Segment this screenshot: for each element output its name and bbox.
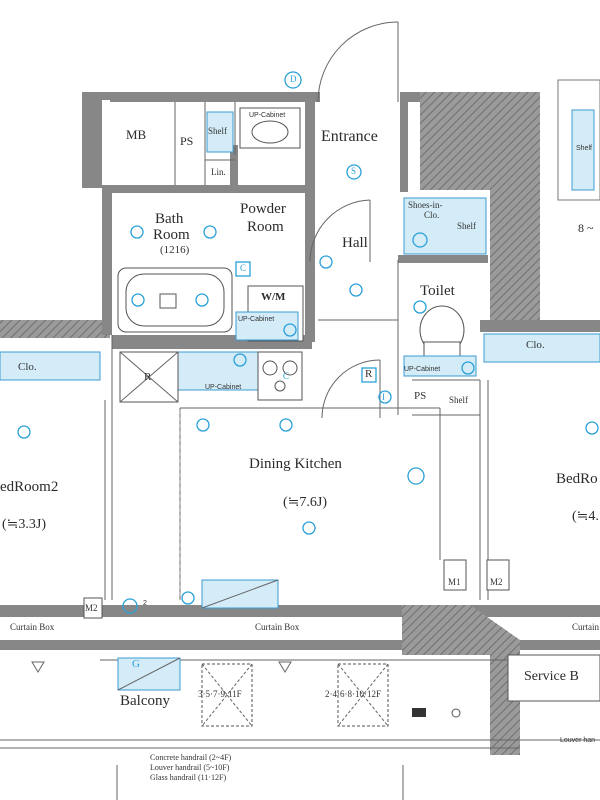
balcony-label: Balcony <box>120 693 170 709</box>
note-louver: Louver handrail (5~10F) <box>150 763 230 772</box>
floors-a-label: 3·5·7·9·11F <box>198 689 242 699</box>
m2-left-label: M2 <box>85 603 98 613</box>
closet-left <box>0 351 101 381</box>
refrigerator-hall-label: R <box>365 368 373 380</box>
closet-right <box>483 333 600 363</box>
c-mark-bath: C <box>240 263 247 273</box>
interior-lines <box>0 102 600 800</box>
dining-kitchen-label: Dining Kitchen <box>249 456 342 472</box>
s-mark: S <box>351 166 357 176</box>
ps-top-label: PS <box>180 134 194 148</box>
kitchen-door-swing <box>321 359 381 419</box>
balcony-hatches <box>31 661 389 727</box>
kitchen-counter <box>177 351 303 401</box>
shoes-in-clo-label-2: Clo. <box>424 210 440 220</box>
g-mark: G <box>132 658 140 670</box>
mb-label: MB <box>126 127 147 142</box>
shelf-top-label: Shelf <box>208 126 227 136</box>
linen-label: Lin. <box>211 167 226 177</box>
shelf-shoes-label: Shelf <box>457 221 476 231</box>
d-mark: D <box>290 74 297 84</box>
shelf-toilet-label: Shelf <box>449 395 468 405</box>
note-concrete: Concrete handrail (2~4F) <box>150 753 232 762</box>
shoes-in-clo-label: Shoes-in- <box>408 200 443 210</box>
up-cabinet-kitchen-label: UP-Cabinet <box>205 384 242 391</box>
clo-left-label: Clo. <box>18 361 37 373</box>
service-balcony-label: Service B <box>524 669 579 684</box>
right-unit-shelf-label: Shelf <box>576 145 592 152</box>
refrigerator-label: R <box>144 371 152 383</box>
curtain-box-left: Curtain Box <box>10 622 55 632</box>
m2-label: M2 <box>490 577 503 587</box>
washbasin <box>239 107 301 149</box>
clo-right-label: Clo. <box>526 339 545 351</box>
utility-icons <box>17 71 599 614</box>
hall-door-swing <box>309 199 371 263</box>
powder-room-label-2: Room <box>247 219 284 235</box>
bedroom-right-label: BedRo <box>556 471 598 487</box>
note-glass: Glass handrail (11·12F) <box>150 773 227 782</box>
ps-toilet-label: PS <box>414 390 427 402</box>
powder-room-label: Powder <box>240 201 286 217</box>
walls <box>0 92 600 755</box>
refrigerator-space <box>119 351 179 403</box>
bath-room-label: Bath <box>155 211 184 227</box>
up-cabinet-toilet-label: UP-Cabinet <box>404 366 441 373</box>
hall-label: Hall <box>342 235 368 251</box>
up-cabinet-wm-label: UP-Cabinet <box>238 316 275 323</box>
up-cabinet-toilet <box>403 355 477 377</box>
bath-size-label: (1216) <box>160 244 190 256</box>
entrance-label: Entrance <box>321 128 378 145</box>
curtain-box-right: Curtain <box>572 622 599 632</box>
c-mark-kitchen: C <box>283 371 290 381</box>
wm-label: W/M <box>261 291 286 303</box>
bath-room-label-2: Room <box>153 227 190 243</box>
entrance-door <box>317 21 399 103</box>
handrail-notes: Concrete handrail (2~4F) Louver handrail… <box>150 754 231 782</box>
right-unit-label: 8 ~ <box>578 221 594 235</box>
dining-kitchen-size: (≒7.6J) <box>283 495 328 510</box>
bedroom-right-size: (≒4. <box>572 509 599 524</box>
service-balcony-box <box>507 654 600 702</box>
bedroom2-size: (≒3.3J) <box>2 517 47 532</box>
outlet-count-label: 2 <box>143 600 147 607</box>
shelf-top <box>206 111 234 153</box>
louver-label: Louver han <box>560 737 596 744</box>
bathtub <box>117 267 233 333</box>
right-unit-area <box>557 79 600 201</box>
m1-label: M1 <box>448 577 461 587</box>
i-mark: I <box>382 392 385 402</box>
shoes-in-closet <box>403 197 487 255</box>
floors-b-label: 2·4·6·8·10·12F <box>325 689 381 699</box>
bedroom2-label: edRoom2 <box>0 479 59 495</box>
meter-box <box>412 708 426 717</box>
curtain-box-center: Curtain Box <box>255 622 300 632</box>
toilet-label: Toilet <box>420 283 455 299</box>
toilet-fixture <box>419 305 465 357</box>
up-cabinet-top-label: UP-Cabinet <box>249 112 286 119</box>
